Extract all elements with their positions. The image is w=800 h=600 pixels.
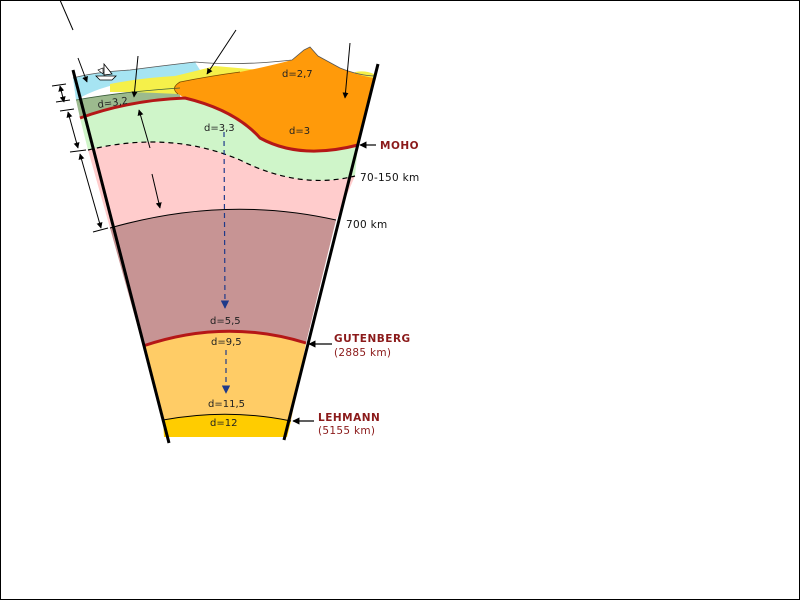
- gutenberg-depth-label: (2885 km): [334, 347, 391, 359]
- lehmann-depth-label: (5155 km): [318, 425, 375, 437]
- lithosphere-base-line: [87, 141, 356, 182]
- moho-label: MOHO: [380, 140, 419, 152]
- pointer-arrows: [59, 0, 351, 209]
- asthenosphere-depth-label: 70-150 km: [360, 172, 420, 184]
- gutenberg-label: GUTENBERG: [334, 333, 411, 345]
- gutenberg-line: [142, 329, 307, 348]
- continental-crust: [174, 47, 374, 152]
- lehmann-line: [162, 413, 292, 422]
- wedge-left-edge: [71, 69, 171, 444]
- outer-core: [143, 331, 306, 421]
- ocean-crust-line: [75, 87, 181, 101]
- continental-edge-line: [174, 71, 241, 95]
- moho-line: [79, 96, 359, 153]
- upper-mantle: [88, 142, 355, 228]
- wedge-right-edge: [282, 63, 380, 441]
- transition-depth-label: 700 km: [346, 219, 388, 231]
- density-outer-core-top: d=9,5: [211, 337, 242, 348]
- density-ocean-crust: d=3,2: [97, 96, 129, 111]
- surface-line: [72, 46, 377, 79]
- sinking-path-arrow: [220, 131, 230, 309]
- density-continental-top: d=2,7: [282, 69, 313, 80]
- density-continental-crust: d=3: [289, 126, 310, 137]
- boundary-arrows: [292, 141, 376, 425]
- density-outer-core-base: d=11,5: [208, 399, 245, 410]
- transition-zone-line: [109, 208, 337, 229]
- density-lower-mantle-base: d=5,5: [210, 316, 241, 327]
- density-lithospheric-mantle: d=3,3: [204, 123, 235, 134]
- lehmann-label: LEHMANN: [318, 412, 380, 424]
- lithospheric-mantle: [80, 98, 358, 181]
- boat-icon: [95, 62, 117, 81]
- density-inner-core: d=12: [210, 418, 237, 429]
- lower-mantle: [110, 209, 336, 346]
- inner-core: [163, 414, 291, 437]
- thickness-markers: [51, 83, 109, 233]
